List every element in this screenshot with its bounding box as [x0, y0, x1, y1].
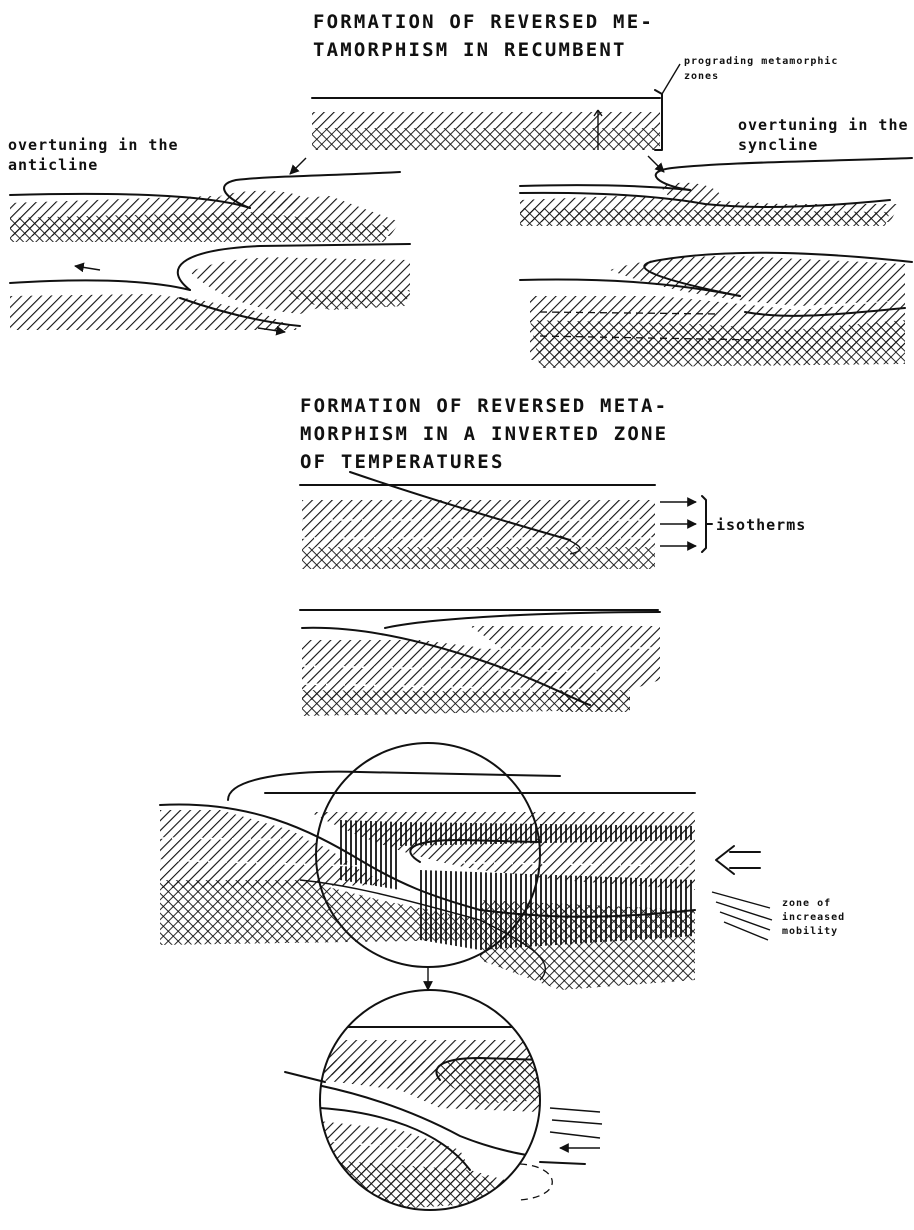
anticline-fold-step2 [10, 244, 410, 332]
isotherms-label: isotherms [716, 516, 806, 534]
title-inverted-line3: OF TEMPERATURES [300, 451, 505, 473]
syncline-fold-step1 [520, 158, 912, 226]
title-recumbent-line2: TAMORPHISM IN RECUMBENT [313, 39, 627, 61]
anticline-label-line2: anticline [8, 156, 98, 174]
mobility-label-line3: mobility [782, 925, 838, 937]
inverted-fold-block [300, 610, 660, 716]
anticline-fold-step1 [10, 172, 400, 242]
prograding-zones-block [312, 64, 680, 150]
mobility-label-line2: increased [782, 911, 845, 923]
syncline-fold-step2 [520, 253, 912, 368]
arrow-to-anticline [290, 158, 306, 174]
compression-arrow [716, 846, 760, 874]
syncline-label-line1: overtuning in the [738, 116, 909, 134]
mobility-label-line1: zone of [782, 898, 831, 909]
magnified-detail [285, 990, 602, 1215]
prograding-label-line2: zones [684, 71, 719, 82]
title-recumbent-line1: FORMATION OF REVERSED ME- [313, 11, 654, 33]
title-inverted-line1: FORMATION OF REVERSED META- [300, 395, 668, 417]
title-inverted-line2: MORPHISM IN A INVERTED ZONE [300, 423, 668, 445]
syncline-label-line2: syncline [738, 136, 818, 154]
prograding-label-line1: prograding metamorphic [684, 55, 838, 67]
anticline-label-line1: overtuning in the [8, 136, 179, 154]
mobility-shear-lines [712, 892, 772, 940]
isotherms-block [300, 472, 712, 569]
large-fold-cross-section [160, 743, 695, 990]
